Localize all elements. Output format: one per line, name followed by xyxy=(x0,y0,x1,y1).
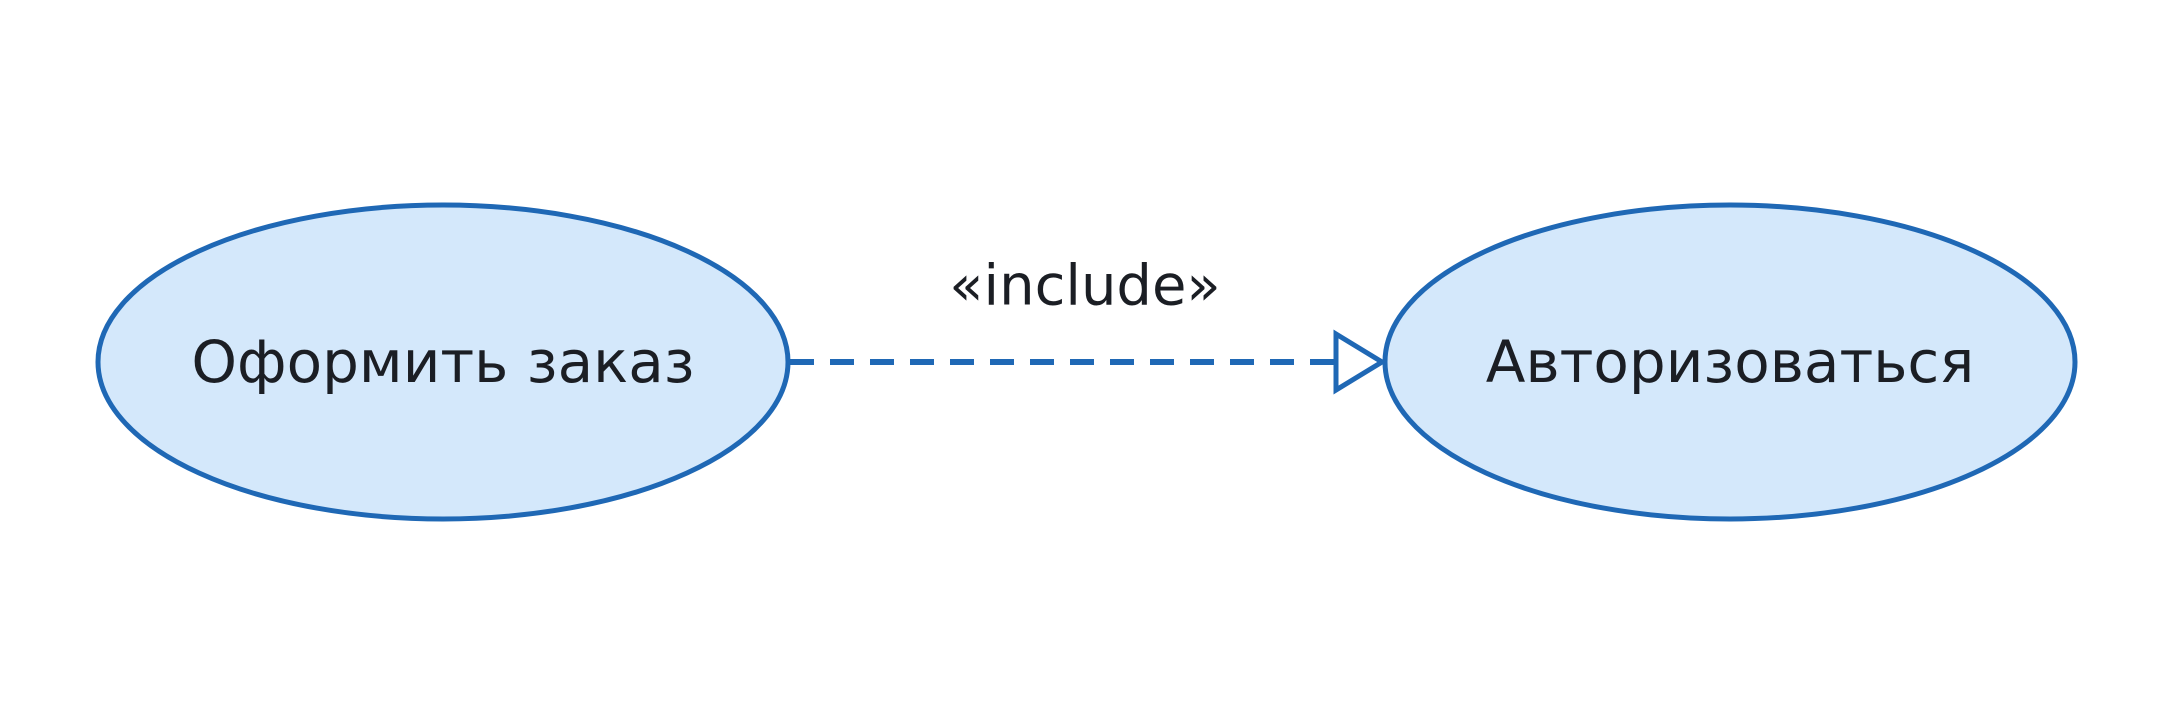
include-relationship[interactable]: «include» xyxy=(790,254,1387,395)
use-case-place-order[interactable]: Оформить заказ xyxy=(95,202,791,522)
use-case-authorize-label: Авторизоваться xyxy=(1486,328,1974,396)
use-case-place-order-ellipse xyxy=(95,202,791,522)
use-case-authorize[interactable]: Авторизоваться xyxy=(1382,202,2078,522)
include-stereotype-label: «include» xyxy=(949,254,1220,319)
use-case-place-order-label: Оформить заказ xyxy=(191,328,694,396)
use-case-authorize-ellipse xyxy=(1382,202,2078,522)
open-triangle-arrowhead-icon xyxy=(1333,329,1387,395)
